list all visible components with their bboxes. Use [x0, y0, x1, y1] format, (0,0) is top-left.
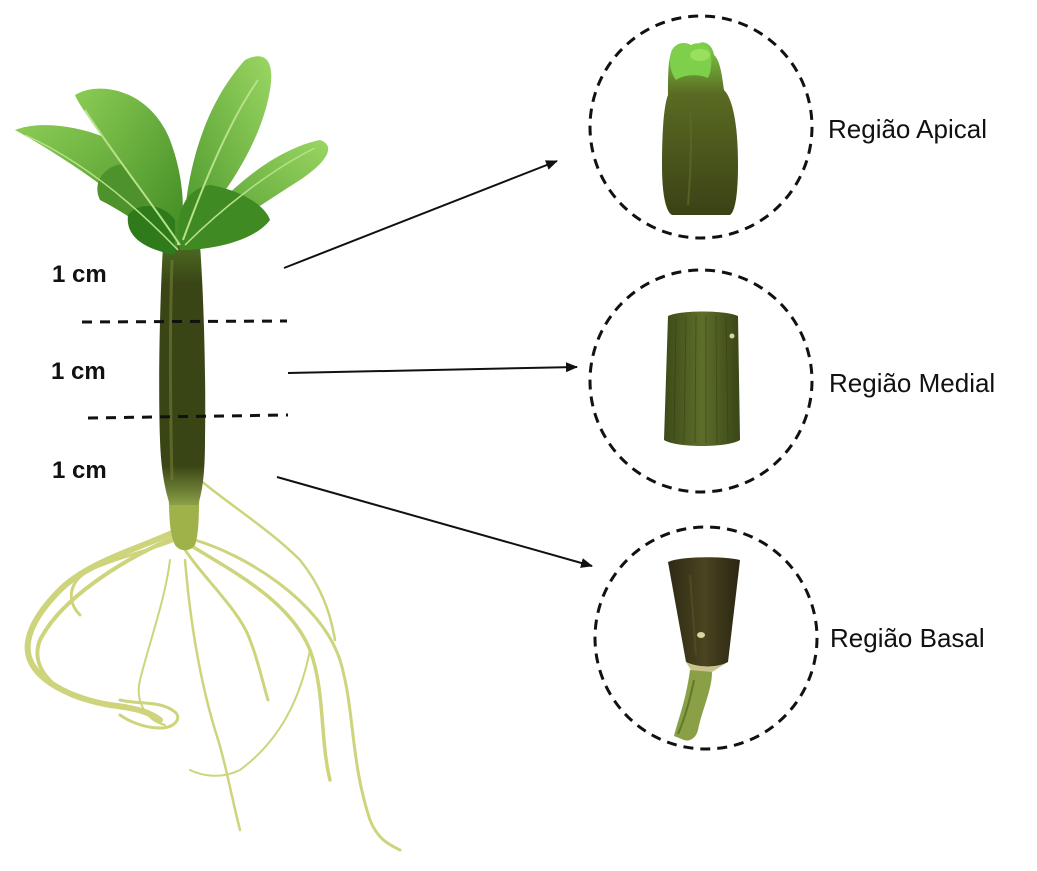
leaves: [15, 56, 328, 255]
roots: [28, 480, 400, 850]
region-label-apical: Região Apical: [828, 114, 987, 145]
arrow-apical: [284, 161, 557, 268]
medial-segment-image: [664, 312, 740, 447]
arrow-medial: [288, 367, 577, 373]
segment-label-medial: 1 cm: [51, 358, 106, 386]
segment-label-basal: 1 cm: [52, 457, 107, 485]
segment-label-apical: 1 cm: [52, 261, 107, 289]
stem-highlight: [171, 260, 173, 480]
stem: [159, 245, 205, 505]
region-label-basal: Região Basal: [830, 623, 985, 654]
arrow-basal: [277, 477, 592, 566]
apical-segment-image: [662, 42, 738, 215]
region-label-medial: Região Medial: [829, 368, 995, 399]
basal-segment-image: [668, 557, 740, 740]
